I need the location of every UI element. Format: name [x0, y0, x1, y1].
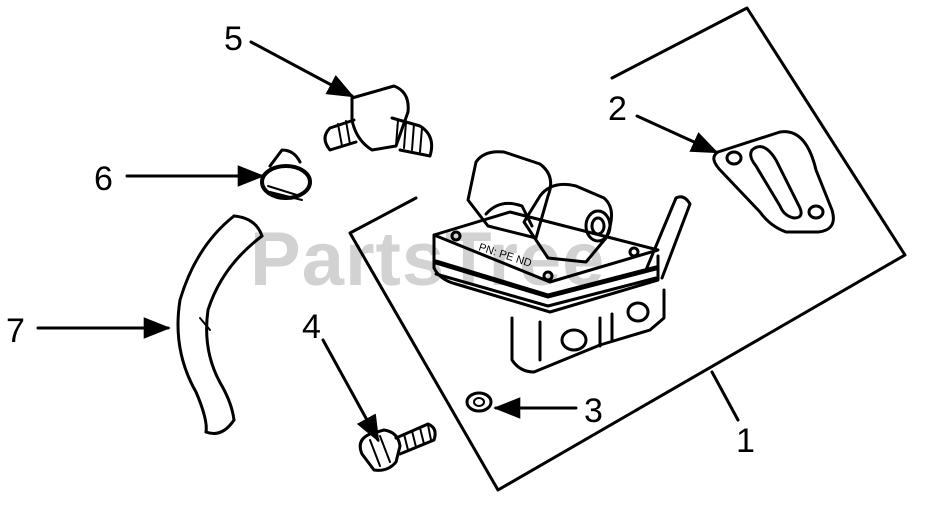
callout-3: 3: [584, 392, 603, 430]
fuel-hose[interactable]: [176, 214, 264, 435]
gasket[interactable]: [712, 130, 835, 234]
fuel-pump[interactable]: PN: PE ND: [432, 150, 692, 374]
washer[interactable]: [465, 391, 493, 413]
hose-clamp[interactable]: [260, 148, 312, 201]
callout-2: 2: [608, 90, 627, 128]
assembly-frame: [348, 6, 907, 492]
watermark: PartsTree: [250, 217, 605, 302]
callout-4: 4: [302, 308, 321, 346]
leader-lines: [36, 40, 740, 443]
callout-6: 6: [94, 160, 113, 198]
callout-5: 5: [224, 20, 243, 58]
elbow-fitting[interactable]: [323, 84, 434, 158]
callout-7: 7: [6, 312, 25, 350]
callout-1: 1: [736, 422, 755, 460]
